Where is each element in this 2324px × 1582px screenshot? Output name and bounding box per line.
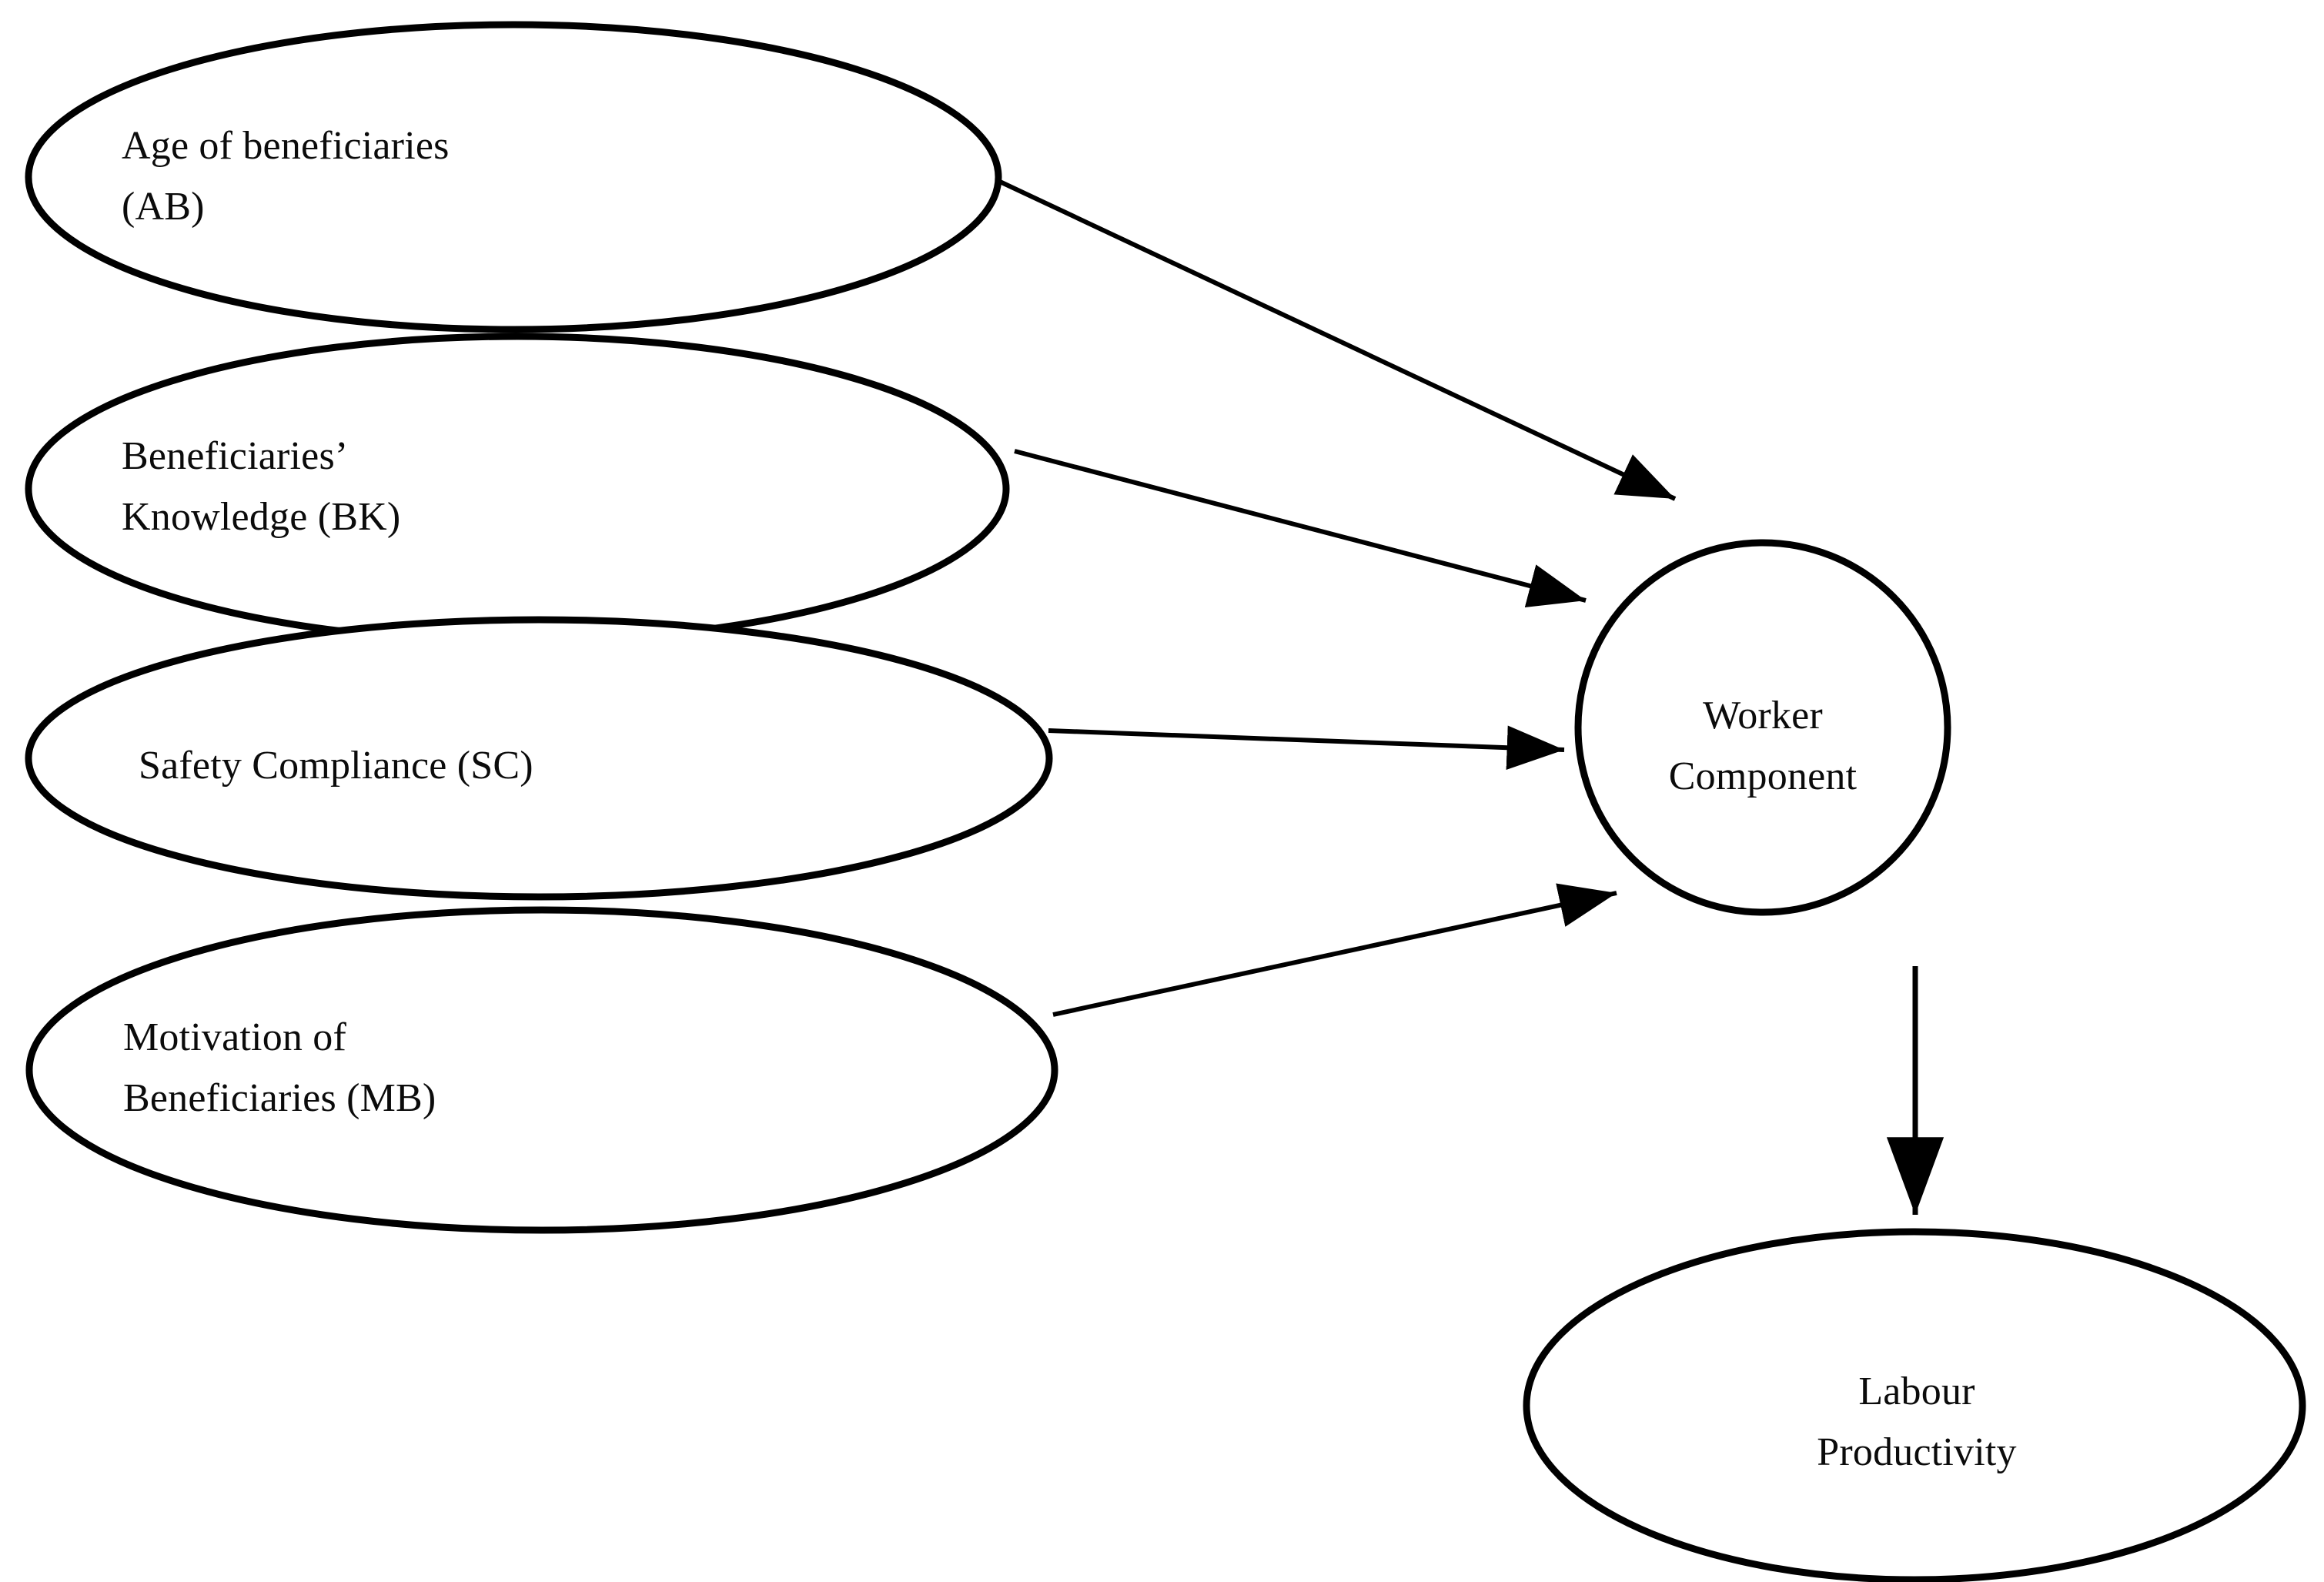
node-shape-age-of-beneficiaries[interactable] [25,21,1002,333]
node-shape-labour-productivity[interactable] [1523,1228,2306,1582]
node-shape-motivation-of-beneficiaries[interactable] [25,906,1058,1234]
node-shape-safety-compliance[interactable] [25,616,1053,901]
node-shape-beneficiaries-knowledge[interactable] [25,333,1010,645]
edge-sc-to-worker-component [1048,725,1565,771]
edge-ab-to-worker-component [985,173,1677,501]
edge-bk-to-worker-component [1014,449,1587,608]
node-shape-worker-component[interactable] [1574,539,1951,916]
edge-mb-to-worker-component [1052,883,1617,1017]
